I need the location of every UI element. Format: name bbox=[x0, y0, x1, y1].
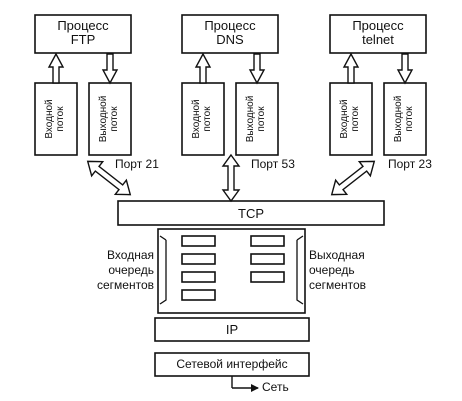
process-box-dns bbox=[181, 14, 279, 54]
tcp-layer-box bbox=[117, 200, 385, 226]
input-queue-label: Входная очередь сегментов bbox=[86, 248, 154, 293]
arrow-down-ftp bbox=[101, 53, 119, 85]
ip-layer-box bbox=[154, 317, 310, 342]
double-arrow-telnet-tcp bbox=[330, 160, 376, 196]
queue-bracket-right bbox=[296, 235, 304, 241]
double-arrow-dns-tcp bbox=[221, 153, 241, 203]
segment-slot-in bbox=[181, 253, 216, 265]
stream-input-line1: Входной bbox=[339, 99, 350, 139]
segment-slot-out bbox=[250, 253, 285, 265]
process-ftp-line1: Процесс bbox=[57, 18, 109, 33]
segment-slot-out bbox=[250, 235, 285, 247]
stream-box-dns-input bbox=[181, 82, 225, 156]
segment-slot-in bbox=[181, 271, 216, 283]
process-dns-line2: DNS bbox=[216, 32, 244, 47]
stream-box-telnet-input bbox=[329, 82, 373, 156]
process-box-telnet bbox=[329, 14, 427, 54]
output-queue-line3: сегментов bbox=[309, 278, 367, 292]
stream-label-telnet-input: Входной поток bbox=[339, 85, 361, 153]
port-label-telnet: Порт 23 bbox=[388, 157, 432, 171]
tcp-label: TCP bbox=[238, 206, 264, 221]
stream-output-line1: Выходной bbox=[245, 95, 256, 143]
double-arrow-ftp-tcp bbox=[86, 160, 132, 196]
stream-output-line2: поток bbox=[404, 106, 415, 132]
segment-slot-out bbox=[250, 271, 285, 283]
stream-box-dns-output bbox=[235, 82, 279, 156]
stream-output-line1: Выходной bbox=[98, 95, 109, 143]
stream-output-line2: поток bbox=[256, 106, 267, 132]
queue-bracket-left bbox=[159, 240, 167, 305]
output-queue-line1: Выходная bbox=[309, 248, 365, 262]
queue-bracket-left bbox=[159, 235, 167, 241]
process-box-ftp bbox=[34, 14, 132, 54]
input-queue-line3: сегментов bbox=[96, 278, 154, 292]
stream-output-line1: Выходной bbox=[393, 95, 404, 143]
stream-input-line2: поток bbox=[350, 106, 361, 132]
segment-slot-in bbox=[181, 235, 216, 247]
segment-slot-in bbox=[181, 289, 216, 301]
process-label-ftp: Процесс FTP bbox=[35, 19, 131, 46]
stream-box-ftp-input bbox=[34, 82, 78, 156]
stream-label-ftp-output: Выходной поток bbox=[98, 85, 120, 153]
arrow-up-dns bbox=[194, 52, 212, 84]
stream-input-line2: поток bbox=[55, 106, 66, 132]
process-dns-line1: Процесс bbox=[204, 18, 256, 33]
stream-label-dns-input: Входной поток bbox=[191, 85, 213, 153]
process-telnet-line1: Процесс bbox=[352, 18, 404, 33]
process-ftp-line2: FTP bbox=[70, 32, 96, 47]
stream-box-telnet-output bbox=[383, 82, 427, 156]
stream-label-telnet-output: Выходной поток bbox=[393, 85, 415, 153]
process-label-telnet: Процесс telnet bbox=[330, 19, 426, 46]
stream-input-line1: Входной bbox=[44, 99, 55, 139]
stream-box-ftp-output bbox=[88, 82, 132, 156]
stream-output-line2: поток bbox=[109, 106, 120, 132]
arrow-up-telnet bbox=[342, 52, 360, 84]
port-label-ftp: Порт 21 bbox=[115, 157, 159, 171]
arrow-down-telnet bbox=[396, 53, 414, 85]
stream-input-line1: Входной bbox=[191, 99, 202, 139]
input-queue-line2: очередь bbox=[108, 263, 154, 277]
network-interface-label: Сетевой интерфейс bbox=[176, 357, 288, 371]
port-label-dns: Порт 53 bbox=[251, 157, 295, 171]
process-telnet-line2: telnet bbox=[362, 32, 394, 47]
arrow-up-ftp bbox=[47, 52, 65, 84]
ip-label: IP bbox=[225, 322, 239, 337]
arrow-down-dns bbox=[248, 53, 266, 85]
input-queue-line1: Входная bbox=[107, 248, 154, 262]
stream-label-dns-output: Выходной поток bbox=[245, 85, 267, 153]
process-label-dns: Процесс DNS bbox=[182, 19, 278, 46]
stream-label-ftp-input: Входной поток bbox=[44, 85, 66, 153]
network-label: Сеть bbox=[262, 380, 289, 394]
stream-input-line2: поток bbox=[202, 106, 213, 132]
output-queue-line2: очередь bbox=[309, 263, 355, 277]
queue-bracket-right bbox=[296, 240, 304, 305]
output-queue-label: Выходная очередь сегментов bbox=[309, 248, 389, 293]
